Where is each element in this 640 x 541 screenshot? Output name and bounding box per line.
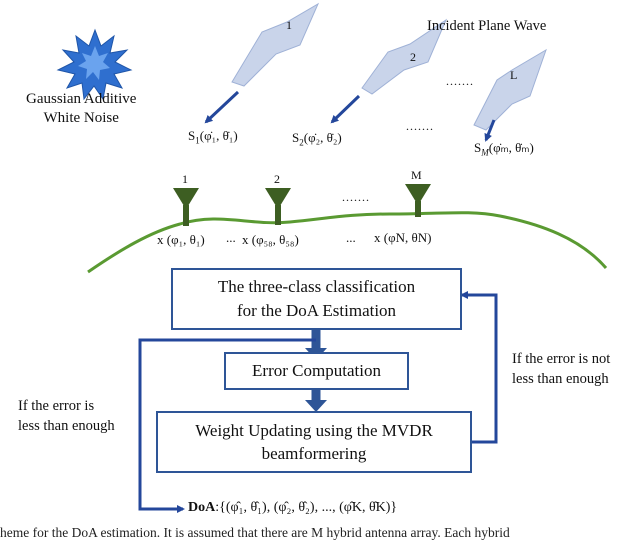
noise-label: Gaussian Additive White Noise: [26, 90, 136, 128]
signal-M-s: S: [474, 140, 482, 155]
signal-1-sub: 1: [195, 135, 200, 146]
right-condition-label: If the error is not less than enough: [512, 349, 610, 389]
signal-2-args: (φ̇₂, θ̇₂): [303, 130, 342, 145]
doa-output: DoA:{(φ̂₁, θ̂₁), (φ̂₂, θ̂₂), ..., (φ̂K, …: [188, 500, 397, 516]
classification-box: The three-class classification for the D…: [171, 268, 462, 330]
feedback-loop-right: [460, 291, 498, 444]
antenna-M-icon: [405, 184, 431, 217]
signal-M-sub: M: [481, 147, 489, 158]
signal-2-sub: 2: [299, 137, 304, 148]
signal-M: SM(φ̇ₘ, θ̇ₘ): [474, 140, 534, 158]
wave-arrow-L: [484, 119, 496, 142]
doa-prefix: DoA: [188, 500, 216, 515]
antenna-1-icon: [173, 188, 199, 226]
x-label-N: x (φN, θN): [374, 230, 432, 245]
signal-M-args: (φ̇ₘ, θ̇ₘ): [488, 140, 534, 155]
wave-arrow-1: [204, 90, 240, 124]
error-computation-label: Error Computation: [252, 361, 381, 380]
incident-wave-1-icon: [231, 2, 320, 87]
incident-wave-label: Incident Plane Wave: [427, 18, 547, 34]
weight-line-2: beamformering: [261, 444, 367, 463]
wave-number-L: L: [510, 68, 518, 82]
x-label-1: x (φ₁, θ₁): [157, 232, 205, 247]
antenna-number-M: M: [411, 168, 422, 182]
caption-fragment: heme for the DoA estimation. It is assum…: [0, 525, 510, 540]
ground-curve: [87, 211, 608, 274]
error-computation-box: Error Computation: [224, 352, 409, 390]
signal-2-s: S: [292, 130, 300, 145]
wave-number-1: 1: [286, 18, 292, 32]
left-condition-line-2: less than enough: [18, 418, 115, 434]
antenna-number-1: 1: [182, 172, 188, 186]
wave-arrow-2: [330, 94, 361, 124]
feedback-loop-left: [138, 338, 316, 513]
arrow-head-error-to-weight: [305, 400, 327, 412]
incident-wave-L-icon: [473, 48, 547, 131]
doa-set: :{(φ̂₁, θ̂₁), (φ̂₂, θ̂₂), ..., (φ̂K, θ̂K…: [215, 500, 398, 515]
left-condition-label: If the error is less than enough: [18, 396, 115, 436]
wave-dots: .......: [446, 74, 474, 88]
antenna-2-icon: [265, 188, 291, 225]
signal-1-s: S: [188, 128, 196, 143]
signal-1: S1(φ̇₁, θ̇₁): [188, 128, 238, 146]
right-condition-line-2: less than enough: [512, 371, 609, 387]
x-dots-1: ...: [226, 230, 236, 245]
x-dots-2: ...: [346, 230, 356, 245]
wave-number-2: 2: [410, 50, 416, 64]
classification-line-1: The three-class classification: [217, 277, 416, 296]
weight-updating-box: Weight Updating using the MVDR beamforme…: [156, 411, 472, 473]
classification-line-2: for the DoA Estimation: [236, 301, 397, 320]
x-label-2: x (φ₅₈, θ₅₈): [242, 232, 299, 247]
noise-starburst-icon: [56, 28, 133, 101]
noise-label-line-1: Gaussian Additive: [26, 91, 137, 107]
signal-dots: .......: [406, 119, 434, 133]
signal-2: S2(φ̇₂, θ̇₂): [292, 130, 342, 148]
antenna-number-2: 2: [274, 172, 280, 186]
left-condition-line-1: If the error is: [18, 398, 95, 414]
antenna-dots: .......: [342, 190, 370, 204]
noise-label-line-2: White Noise: [43, 110, 119, 126]
signal-1-args: (φ̇₁, θ̇₁): [199, 128, 238, 143]
incident-wave-2-icon: [361, 18, 448, 95]
right-condition-line-1: If the error is not: [512, 351, 611, 367]
weight-line-1: Weight Updating using the MVDR: [195, 421, 433, 440]
